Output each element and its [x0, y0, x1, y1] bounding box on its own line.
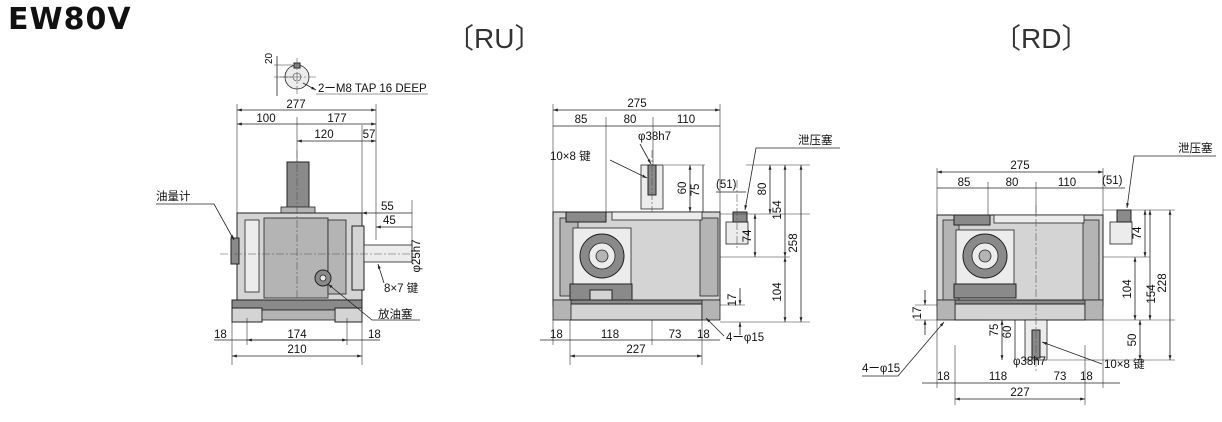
ru-overall-width: 275	[627, 98, 646, 110]
ru-base-right: 18	[697, 329, 710, 341]
rd-view: 275 85 80 110 (51) 泄压塞	[862, 141, 1216, 405]
side-base-right: 18	[368, 329, 381, 341]
rd-base-right: 18	[1080, 371, 1093, 383]
input-shaft	[286, 161, 310, 215]
side-center-shaft: 120	[314, 129, 333, 141]
rd-output-shaft: φ38h7	[1013, 356, 1046, 368]
ru-breather-height: 80	[757, 183, 769, 196]
side-left-width: 100	[256, 113, 275, 125]
rd-breather-label: 泄压塞	[1178, 141, 1213, 155]
side-key-length: 45	[383, 215, 396, 227]
rd-height-228: 228	[1157, 273, 1169, 292]
key-size-label: 8×7 键	[384, 281, 419, 295]
rd-height-74: 74	[1132, 226, 1144, 239]
tap-note: 2ーM8 TAP 16 DEEP	[318, 83, 427, 95]
rd-height-50: 50	[1127, 334, 1139, 347]
oil-gauge	[230, 237, 240, 265]
output-shaft	[363, 244, 413, 263]
rd-shaft-seg: 75	[989, 324, 1001, 337]
tap-dim: 20	[264, 52, 275, 64]
side-base-width: 210	[287, 344, 306, 356]
side-shaft-dia: φ25h7	[411, 239, 423, 272]
ru-key-size: 10×8 键	[550, 149, 591, 163]
ru-shaft-seg: 75	[690, 184, 702, 197]
ru-mount-holes: 4ーφ15	[726, 332, 764, 344]
ru-base-width: 227	[626, 344, 645, 356]
rd-mount-holes: 4ーφ15	[862, 363, 900, 375]
ru-seg2: 80	[624, 114, 637, 126]
ru-seg1: 85	[575, 114, 588, 126]
ru-view: 275 85 80 110 φ38h7 10×8 键 60 75	[540, 98, 840, 365]
rd-shaft-height: 60	[1002, 326, 1014, 339]
rd-base-span: 118	[989, 371, 1007, 383]
rd-seg2: 80	[1006, 177, 1019, 189]
ru-height-258: 258	[788, 233, 800, 252]
oil-gauge-label: 油量计	[156, 189, 191, 203]
ru-height-154: 154	[772, 200, 784, 220]
ru-breather-label: 泄压塞	[798, 133, 833, 147]
rd-overall-width: 275	[1010, 160, 1029, 172]
ru-shaft-height: 60	[677, 182, 689, 195]
ru-height-104: 104	[772, 282, 784, 302]
shaft-end-detail: 20 2ーM8 TAP 16 DEEP	[264, 52, 428, 96]
side-flange-offset: 57	[363, 129, 376, 141]
ru-view-label: 〔RU〕	[446, 23, 542, 54]
side-right-width: 177	[327, 113, 346, 125]
ru-base-left: 18	[550, 329, 563, 341]
ru-base-span: 118	[601, 329, 619, 341]
ru-seg3: 110	[677, 114, 695, 126]
side-base-left: 18	[214, 329, 227, 341]
rd-seg3: 110	[1058, 177, 1076, 189]
drain-plug-label: 放油塞	[378, 307, 413, 321]
side-base-span: 174	[287, 329, 307, 341]
side-view: 20 2ーM8 TAP 16 DEEP 277 100 177 120 57 5…	[156, 52, 428, 365]
rd-height-154: 154	[1146, 284, 1158, 304]
rd-view-label: 〔RD〕	[993, 23, 1089, 54]
rd-seg1: 85	[958, 177, 971, 189]
rd-key-size: 10×8 键	[1104, 357, 1145, 371]
rd-breather	[1109, 221, 1133, 245]
rd-base-span2: 73	[1054, 371, 1067, 383]
ru-base-span2: 73	[669, 329, 682, 341]
rd-base-thickness: 17	[912, 307, 924, 320]
ru-output-shaft: φ38h7	[638, 131, 671, 143]
side-overall-width: 277	[286, 99, 305, 111]
side-shaft-length: 55	[381, 201, 394, 213]
rd-height-104: 104	[1122, 279, 1134, 299]
ru-base-thickness: 17	[727, 294, 739, 307]
rd-base-left: 18	[937, 371, 950, 383]
rd-breather-offset: (51)	[1102, 175, 1123, 187]
ru-height-74: 74	[742, 229, 754, 242]
ru-breather-offset: (51)	[716, 179, 737, 191]
rd-base-width: 227	[1010, 387, 1029, 399]
page-title: EW80V	[8, 2, 132, 37]
